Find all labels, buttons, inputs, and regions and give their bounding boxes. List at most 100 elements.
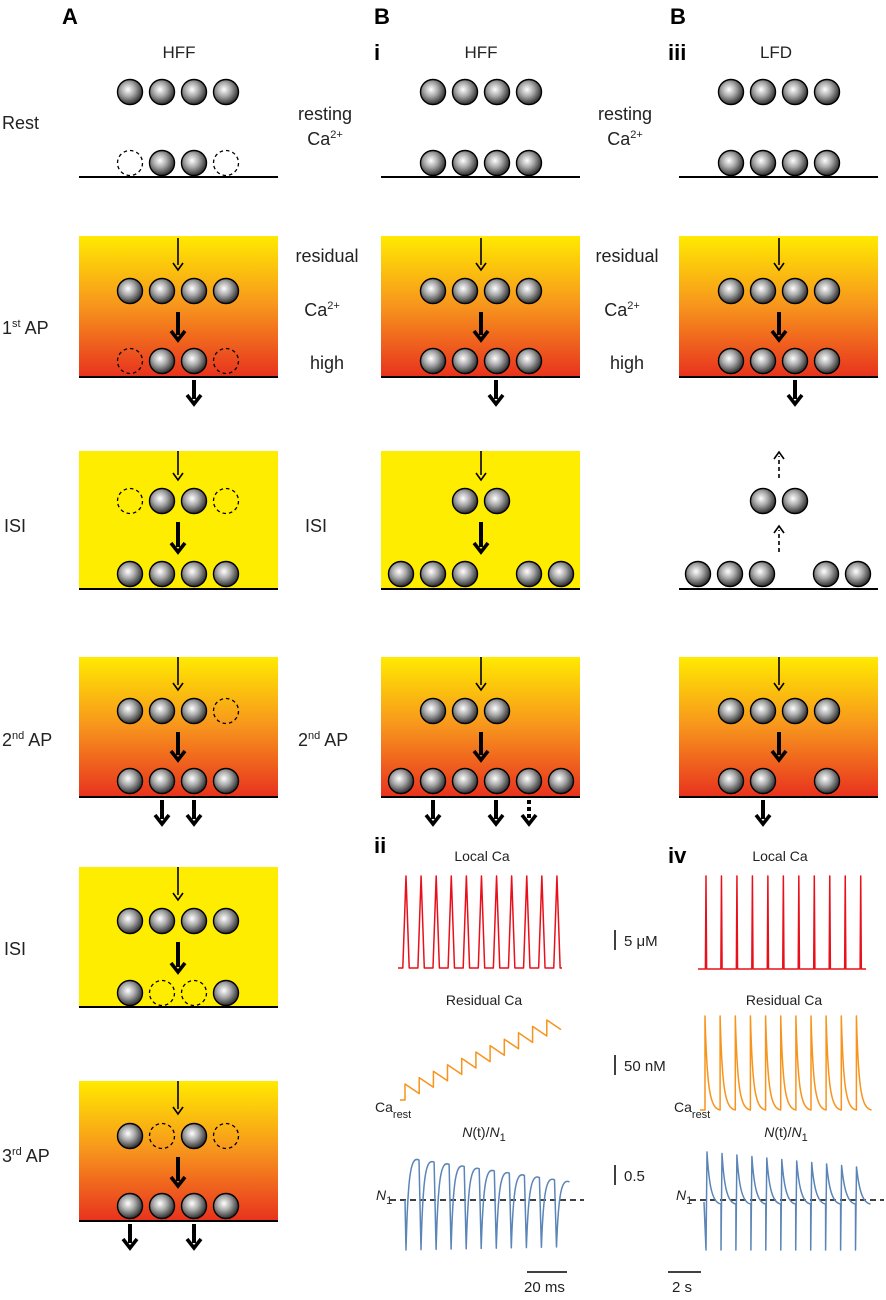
vesicle xyxy=(483,697,511,725)
vesicle xyxy=(148,277,176,305)
empty-site xyxy=(148,979,176,1007)
vesicle xyxy=(844,560,872,588)
vesicle xyxy=(116,767,144,795)
row-label-2nd-ap: 2nd AP xyxy=(2,730,52,750)
vesicle xyxy=(451,277,479,305)
arrows xyxy=(121,238,804,1251)
bold-arrow-head xyxy=(121,1237,139,1251)
vesicle xyxy=(547,767,575,795)
vesicle xyxy=(515,149,543,177)
vesicle xyxy=(483,149,511,177)
label-ca2-2: Ca2+ xyxy=(607,129,643,149)
vesicle xyxy=(116,979,144,1007)
local-ca-trace-iv xyxy=(698,875,866,970)
vesicle xyxy=(717,767,745,795)
vesicle xyxy=(116,78,144,106)
bold-arrow-head xyxy=(185,813,203,827)
empty-sites xyxy=(116,149,240,1150)
vesicle xyxy=(781,697,809,725)
vesicle xyxy=(813,697,841,725)
vesicle xyxy=(148,347,176,375)
vesicle xyxy=(116,697,144,725)
bold-arrow-head xyxy=(169,1175,187,1189)
ntn1-title-ii: N(t)/N1 xyxy=(462,1124,505,1144)
vesicle xyxy=(515,767,543,795)
vesicle xyxy=(148,149,176,177)
arrow-head xyxy=(475,262,487,272)
vesicle xyxy=(515,347,543,375)
arrow-head xyxy=(172,892,184,902)
vesicle xyxy=(483,347,511,375)
label-residual-2: residual xyxy=(595,246,658,266)
bold-arrow-head xyxy=(770,749,788,763)
vesicle xyxy=(451,347,479,375)
n1-label-iv: N1 xyxy=(676,1187,692,1207)
arrow-head xyxy=(773,682,785,692)
vesicle xyxy=(212,277,240,305)
dashed-arrow-head xyxy=(773,450,785,460)
label-residual-1: residual xyxy=(295,246,358,266)
scale-label-ntn1: 0.5 xyxy=(624,1168,645,1185)
bold-arrow-head xyxy=(169,329,187,343)
vesicle xyxy=(749,767,777,795)
row-label-2nd-ap-b: 2nd AP xyxy=(298,730,348,750)
arrow-head xyxy=(773,262,785,272)
vesicle xyxy=(180,767,208,795)
vesicle xyxy=(451,767,479,795)
vesicle xyxy=(717,149,745,177)
label-high-2: high xyxy=(610,353,644,373)
bold-arrow-head xyxy=(153,813,171,827)
sub-label-iv: iv xyxy=(668,843,687,868)
vesicle xyxy=(116,907,144,935)
vesicle xyxy=(419,277,447,305)
vesicle xyxy=(749,697,777,725)
time-scale-ii: 20 ms xyxy=(524,1279,565,1296)
vesicle xyxy=(813,149,841,177)
empty-site xyxy=(116,347,144,375)
scale-label-local: 5 μM xyxy=(624,933,658,950)
vesicle xyxy=(180,277,208,305)
vesicle xyxy=(180,1192,208,1220)
vesicle xyxy=(419,347,447,375)
vesicle xyxy=(148,1192,176,1220)
vesicle xyxy=(813,767,841,795)
vesicle xyxy=(451,149,479,177)
empty-site xyxy=(116,149,144,177)
row-label-isi-1: ISI xyxy=(4,516,26,536)
vesicle xyxy=(180,560,208,588)
vesicle xyxy=(781,78,809,106)
panel-label-b-i: B xyxy=(374,4,390,29)
vesicle xyxy=(749,78,777,106)
bold-arrow-head xyxy=(786,393,804,407)
vesicle xyxy=(515,277,543,305)
ca-rest-label-ii: Carest xyxy=(375,1099,411,1121)
ntn1-title-iv: N(t)/N1 xyxy=(764,1124,807,1144)
column-title-b-iii: LFD xyxy=(760,43,792,62)
vesicle xyxy=(813,347,841,375)
vesicle xyxy=(148,697,176,725)
vesicle xyxy=(515,78,543,106)
bold-arrow-head xyxy=(424,813,442,827)
sub-label-ii: ii xyxy=(374,833,386,858)
vesicle xyxy=(116,560,144,588)
vesicle xyxy=(813,78,841,106)
bold-arrow-head xyxy=(472,329,490,343)
vesicle xyxy=(781,277,809,305)
vesicle xyxy=(212,767,240,795)
vesicle xyxy=(212,560,240,588)
label-ca2-residual-1: Ca2+ xyxy=(304,300,340,320)
bold-arrow-head xyxy=(169,541,187,555)
vesicle xyxy=(148,78,176,106)
vesicle xyxy=(515,560,543,588)
bold-arrow-head xyxy=(472,541,490,555)
time-scale-iv: 2 s xyxy=(672,1279,692,1296)
local-ca-trace-ii xyxy=(398,875,562,969)
column-title-b-i: HFF xyxy=(464,43,497,62)
bold-arrow-head xyxy=(185,393,203,407)
sub-label-iii: iii xyxy=(668,40,686,65)
label-ca2-residual-2: Ca2+ xyxy=(604,300,640,320)
vesicle xyxy=(419,767,447,795)
bold-arrow-head xyxy=(472,749,490,763)
empty-site xyxy=(212,697,240,725)
